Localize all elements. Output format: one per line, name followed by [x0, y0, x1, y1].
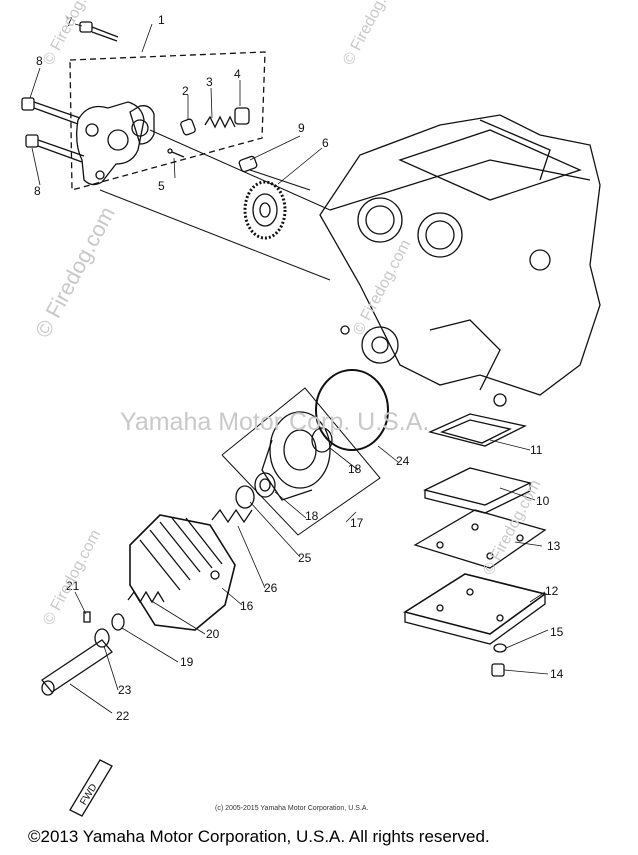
callout-10: 10 — [536, 494, 550, 508]
callout-14: 14 — [550, 667, 564, 681]
callout-9: 9 — [298, 121, 305, 135]
callout-7: 7 — [66, 15, 73, 29]
bolt-7 — [79, 21, 119, 42]
small-copyright: (c) 2005-2015 Yamaha Motor Corporation, … — [215, 805, 369, 812]
callout-6: 6 — [322, 136, 329, 150]
relief-valve-22 — [41, 639, 113, 696]
callout-19: 19 — [180, 655, 194, 669]
gasket-13 — [413, 509, 547, 569]
parts-diagram: FWD — [21, 21, 601, 817]
callout-25: 25 — [298, 551, 312, 565]
callout-21: 21 — [66, 579, 80, 593]
pin-21 — [83, 611, 91, 623]
callout-16: 16 — [240, 599, 254, 613]
callout-1: 1 — [158, 13, 165, 27]
fwd-arrow — [69, 759, 113, 817]
spring-26 — [211, 508, 253, 524]
callout-23: 23 — [118, 683, 132, 697]
callout-24: 24 — [396, 454, 410, 468]
pin-5 — [167, 148, 185, 158]
bolt-8-upper — [21, 97, 81, 125]
callout-4: 4 — [234, 67, 241, 81]
dowel-9 — [238, 155, 258, 173]
watermark-yamaha: Yamaha Motor Corp. U.S.A. — [120, 408, 430, 436]
o-ring-24 — [315, 369, 389, 451]
oil-pump-assembly — [69, 51, 266, 191]
bolt-8-lower — [25, 134, 85, 163]
oil-filter-group — [221, 387, 381, 536]
spring-20 — [127, 590, 165, 604]
cover-12 — [403, 573, 547, 645]
bolt-14 — [491, 663, 505, 677]
callout-18-lower: 18 — [305, 509, 319, 523]
callout-2: 2 — [182, 84, 189, 98]
fwd-label: FWD — [78, 782, 99, 807]
washer-15 — [493, 643, 507, 653]
callout-3: 3 — [206, 75, 213, 89]
callout-8-lower: 8 — [34, 184, 41, 198]
callout-11: 11 — [530, 443, 543, 457]
spring-3 — [204, 115, 236, 129]
callout-26: 26 — [264, 581, 278, 595]
callout-5: 5 — [158, 179, 165, 193]
footer-copyright: ©2013 Yamaha Motor Corporation, U.S.A. A… — [28, 827, 490, 846]
filter-cover-16 — [129, 514, 236, 631]
collar-19 — [111, 613, 125, 631]
gasket-11 — [428, 413, 527, 447]
callout-8-upper: 8 — [36, 54, 43, 68]
callout-18-upper: 18 — [348, 462, 362, 476]
callout-22: 22 — [116, 709, 130, 723]
callout-17: 17 — [350, 516, 364, 530]
pin-2 — [180, 118, 196, 136]
o-ring-23 — [94, 628, 110, 648]
callout-13: 13 — [547, 539, 561, 553]
cap-4 — [234, 107, 250, 125]
callout-20: 20 — [206, 627, 220, 641]
gear-6 — [243, 180, 287, 240]
callout-12: 12 — [545, 584, 559, 598]
leader-lines — [29, 23, 549, 714]
crankcase — [319, 114, 601, 407]
callout-15: 15 — [550, 625, 564, 639]
